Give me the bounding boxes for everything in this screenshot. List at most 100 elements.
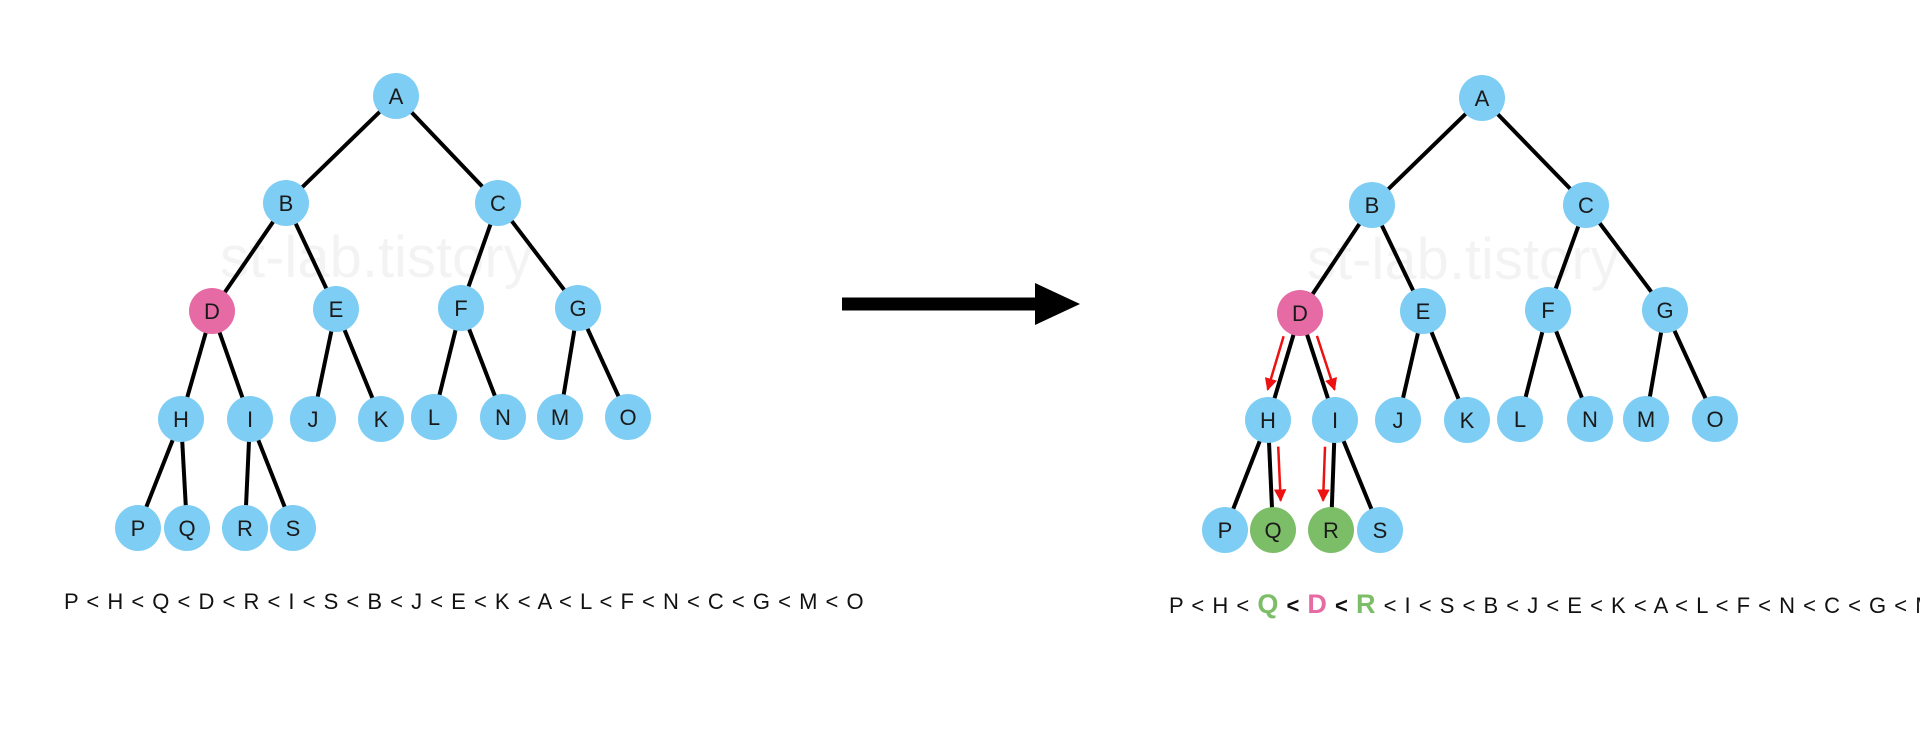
after-node-s: S — [1357, 507, 1403, 553]
after-node-label: N — [1582, 407, 1598, 432]
after-node-d: D — [1277, 290, 1323, 336]
after-node-label: R — [1323, 518, 1339, 543]
after-node-label: M — [1637, 407, 1655, 432]
after-trace-arrow-d-h — [1264, 335, 1285, 391]
sequence-segment: < — [1327, 593, 1356, 618]
before-node-m: M — [537, 394, 583, 440]
after-node-circle — [1245, 397, 1291, 443]
before-node-label: B — [279, 191, 294, 216]
before-edge-a-b — [284, 94, 398, 205]
before-node-c: C — [475, 180, 521, 226]
before-node-circle — [222, 505, 268, 551]
after-node-label: G — [1656, 298, 1673, 323]
before-node-o: O — [605, 394, 651, 440]
transition-arrow-head — [1035, 283, 1080, 325]
before-node-circle — [480, 394, 526, 440]
before-node-label: E — [329, 297, 344, 322]
before-node-circle — [164, 505, 210, 551]
after-node-circle — [1277, 290, 1323, 336]
before-node-j: J — [290, 396, 336, 442]
before-node-b: B — [263, 180, 309, 226]
after-node-circle — [1459, 75, 1505, 121]
after-node-b: B — [1349, 182, 1395, 228]
after-node-label: B — [1365, 193, 1380, 218]
before-node-i: I — [227, 396, 273, 442]
after-node-m: M — [1623, 396, 1669, 442]
before-node-h: H — [158, 396, 204, 442]
after-node-k: K — [1444, 397, 1490, 443]
before-node-circle — [438, 285, 484, 331]
after-edge-a-b — [1370, 96, 1484, 207]
before-node-circle — [189, 288, 235, 334]
after-node-circle — [1357, 507, 1403, 553]
after-node-circle — [1308, 507, 1354, 553]
before-node-circle — [115, 505, 161, 551]
before-node-label: Q — [178, 516, 195, 541]
after-node-r: R — [1308, 507, 1354, 553]
before-node-circle — [227, 396, 273, 442]
before-node-label: K — [374, 407, 389, 432]
before-node-e: E — [313, 286, 359, 332]
after-node-l: L — [1497, 396, 1543, 442]
after-trace-arrow-i-r — [1317, 446, 1330, 502]
before-node-s: S — [270, 505, 316, 551]
before-node-circle — [373, 73, 419, 119]
before-node-r: R — [222, 505, 268, 551]
before-node-label: C — [490, 191, 506, 216]
before-node-label: O — [619, 405, 636, 430]
before-node-label: L — [428, 405, 440, 430]
after-node-circle — [1312, 397, 1358, 443]
before-node-label: P — [131, 516, 146, 541]
after-node-o: O — [1692, 396, 1738, 442]
before-node-circle — [537, 394, 583, 440]
before-node-label: F — [454, 296, 467, 321]
after-node-circle — [1375, 397, 1421, 443]
before-node-circle — [358, 396, 404, 442]
before-node-circle — [270, 505, 316, 551]
before-node-label: S — [286, 516, 301, 541]
before-node-circle — [605, 394, 651, 440]
after-node-circle — [1567, 396, 1613, 442]
after-edge-a-c — [1480, 96, 1588, 207]
after-node-label: H — [1260, 408, 1276, 433]
after-node-circle — [1444, 397, 1490, 443]
after-node-circle — [1250, 507, 1296, 553]
before-node-f: F — [438, 285, 484, 331]
after-node-label: J — [1393, 408, 1404, 433]
traversal-sequence-before: P < H < Q < D < R < I < S < B < J < E < … — [64, 589, 865, 615]
before-node-label: H — [173, 407, 189, 432]
before-node-circle — [313, 286, 359, 332]
before-node-l: L — [411, 394, 457, 440]
after-node-circle — [1692, 396, 1738, 442]
before-node-circle — [290, 396, 336, 442]
sequence-segment: D — [1307, 589, 1328, 619]
before-node-circle — [158, 396, 204, 442]
before-node-n: N — [480, 394, 526, 440]
after-node-label: Q — [1264, 518, 1281, 543]
transition-arrow — [842, 283, 1080, 325]
after-node-label: F — [1541, 298, 1554, 323]
after-node-circle — [1623, 396, 1669, 442]
after-node-f: F — [1525, 287, 1571, 333]
before-node-label: M — [551, 405, 569, 430]
before-node-circle — [411, 394, 457, 440]
after-node-label: P — [1218, 518, 1233, 543]
before-node-circle — [263, 180, 309, 226]
after-node-label: K — [1460, 408, 1475, 433]
sequence-segment: Q — [1257, 589, 1280, 619]
before-node-g: G — [555, 285, 601, 331]
before-node-circle — [555, 285, 601, 331]
after-node-circle — [1563, 182, 1609, 228]
after-node-label: L — [1514, 407, 1526, 432]
before-node-label: I — [247, 407, 253, 432]
after-node-label: C — [1578, 193, 1594, 218]
after-node-g: G — [1642, 287, 1688, 333]
after-node-p: P — [1202, 507, 1248, 553]
traversal-sequence-after: P < H < Q < D < R < I < S < B < J < E < … — [1169, 589, 1920, 620]
before-node-label: G — [569, 296, 586, 321]
after-node-e: E — [1400, 288, 1446, 334]
